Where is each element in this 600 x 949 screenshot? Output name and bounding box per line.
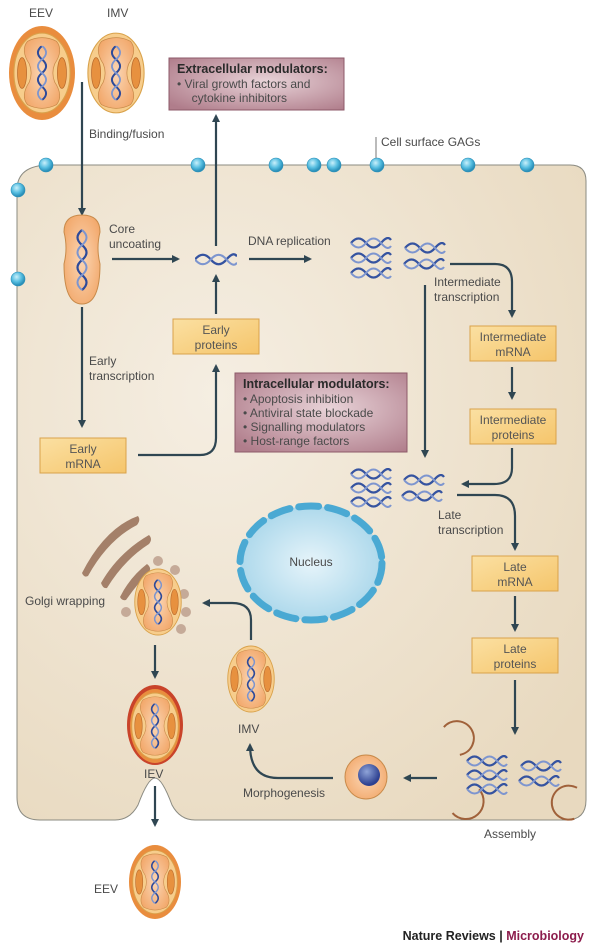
- golgi-wrapping-label: Golgi wrapping: [25, 594, 105, 608]
- assembly-label: Assembly: [484, 827, 536, 841]
- intermediate-transcription-arrow: [450, 262, 516, 318]
- early-transcription-label-2: transcription: [89, 369, 154, 383]
- core-uncoating-label-1: Core: [109, 222, 135, 236]
- morphogenesis-arrow: [246, 743, 333, 780]
- early-mrna-label: mRNA: [65, 457, 100, 471]
- gag-icon: [306, 157, 322, 173]
- intracellular-item: • Antiviral state blockade: [243, 406, 374, 420]
- wrapping-virion-icon: [135, 569, 182, 635]
- gag-icon: [460, 157, 476, 173]
- intracellular-item: • Apoptosis inhibition: [243, 392, 353, 406]
- assembly-group: Assembly: [443, 720, 578, 841]
- late-transcription-label-2: transcription: [438, 523, 503, 537]
- footer-separator: |: [496, 929, 506, 943]
- dna-replication-label: DNA replication: [248, 234, 331, 248]
- footer-journal: Nature Reviews: [403, 929, 496, 943]
- host-cell: [16, 164, 587, 821]
- golgi-icon: [82, 516, 191, 634]
- gag-icon: [268, 157, 284, 173]
- intracellular-item: • Host-range factors: [243, 434, 349, 448]
- gag-icon: [326, 157, 342, 173]
- imv-virion-icon: [228, 646, 275, 712]
- early-proteins-label: Early: [202, 323, 229, 337]
- gag-icon: [10, 182, 26, 198]
- intracellular-item: • Signalling modulators: [243, 420, 365, 434]
- intermediate-proteins-arrow: [461, 448, 514, 488]
- late-mrna-label: mRNA: [497, 575, 532, 589]
- nucleus-label: Nucleus: [289, 555, 332, 569]
- gag-icon: [190, 157, 206, 173]
- binding-fusion-label: Binding/fusion: [89, 127, 164, 141]
- imv-virion-icon: [88, 33, 144, 113]
- extracellular-item: cytokine inhibitors: [185, 91, 287, 105]
- intermediate-transcription-label-2: transcription: [434, 290, 499, 304]
- eev-virion-icon: [14, 33, 70, 113]
- footer-section: Microbiology: [506, 929, 584, 943]
- early-transcription-label-1: Early: [89, 354, 116, 368]
- late-mrna-label: Late: [503, 560, 527, 574]
- early-proteins-label: proteins: [195, 338, 238, 352]
- core-uncoating-label-2: uncoating: [109, 237, 161, 251]
- gag-icon: [519, 157, 535, 173]
- gag-icon: [10, 271, 26, 287]
- eev-top-label: EEV: [29, 6, 53, 20]
- late-transcription-label-1: Late: [438, 508, 462, 522]
- intracellular-modulators-box: Intracellular modulators: • Apoptosis in…: [234, 372, 408, 453]
- intermediate-proteins-box: Intermediate proteins: [469, 408, 557, 445]
- late-mrna-box: Late mRNA: [471, 555, 559, 592]
- eev-bottom-label: EEV: [94, 882, 118, 896]
- cell-surface-gags: [10, 157, 535, 287]
- intermediate-mrna-label: mRNA: [495, 345, 530, 359]
- early-proteins-box: Early proteins: [172, 318, 260, 355]
- late-proteins-box: Late proteins: [471, 637, 559, 674]
- early-mrna-box: Early mRNA: [39, 437, 127, 474]
- intermediate-transcription-label-1: Intermediate: [434, 275, 501, 289]
- translation-early-arrow: [138, 364, 220, 457]
- intermediate-proteins-label: proteins: [492, 428, 535, 442]
- cell-surface-gags-label: Cell surface GAGs: [381, 135, 480, 149]
- extracellular-title: Extracellular modulators:: [177, 62, 328, 76]
- footer-credit: Nature Reviews | Microbiology: [403, 929, 584, 943]
- morphogenesis-label: Morphogenesis: [243, 786, 325, 800]
- late-proteins-label: Late: [503, 642, 527, 656]
- immature-virion-icon: [344, 754, 388, 800]
- gag-icon: [38, 157, 54, 173]
- early-mrna-label: Early: [69, 442, 96, 456]
- imv-to-golgi-arrow: [202, 599, 253, 640]
- gag-icon: [369, 157, 385, 173]
- nucleus: Nucleus: [236, 502, 386, 624]
- extracellular-item: • Viral growth factors and: [177, 77, 310, 91]
- eev-bottom-virion-icon: [133, 850, 178, 913]
- intermediate-mrna-box: Intermediate mRNA: [469, 325, 557, 362]
- iev-virion-icon: [132, 693, 179, 759]
- intracellular-title: Intracellular modulators:: [243, 377, 390, 391]
- late-proteins-label: proteins: [494, 657, 537, 671]
- extracellular-modulators-box: Extracellular modulators: • Viral growth…: [168, 57, 345, 111]
- imv-bottom-label: IMV: [238, 722, 259, 736]
- imv-top-label: IMV: [107, 6, 128, 20]
- intermediate-mrna-label: Intermediate: [480, 330, 547, 344]
- intermediate-proteins-label: Intermediate: [480, 413, 547, 427]
- iev-label: IEV: [144, 767, 163, 781]
- late-transcription-arrow: [457, 493, 519, 551]
